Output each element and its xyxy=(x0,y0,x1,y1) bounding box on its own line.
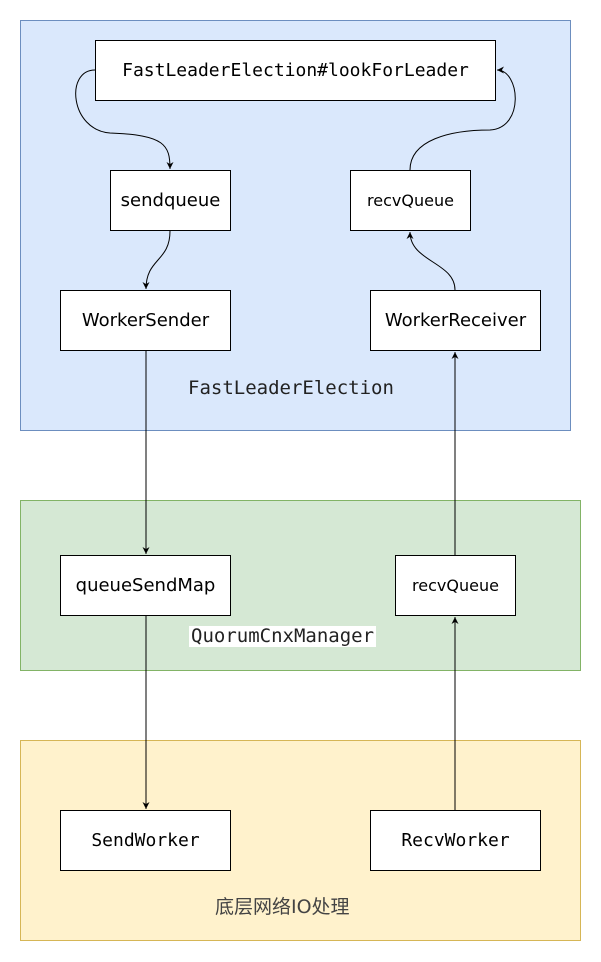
node-sendqueue: sendqueue xyxy=(110,170,231,231)
node-recvworker-label: RecvWorker xyxy=(401,830,510,851)
node-queuesendmap-label: queueSendMap xyxy=(75,575,216,596)
node-recvqueue-fle: recvQueue xyxy=(350,170,471,231)
node-recvworker: RecvWorker xyxy=(370,810,541,871)
node-sendworker: SendWorker xyxy=(60,810,231,871)
region-label-quorum-cnx-manager: QuorumCnxManager xyxy=(189,625,377,647)
node-lookforleader-label: FastLeaderElection#lookForLeader xyxy=(122,60,469,81)
node-recvqueue-fle-label: recvQueue xyxy=(367,191,454,210)
node-recvqueue-qcm: recvQueue xyxy=(395,555,516,616)
node-queuesendmap: queueSendMap xyxy=(60,555,231,616)
node-recvqueue-qcm-label: recvQueue xyxy=(412,576,499,595)
node-sendworker-label: SendWorker xyxy=(91,830,200,851)
node-sendqueue-label: sendqueue xyxy=(120,190,221,211)
region-label-network-io: 底层网络IO处理 xyxy=(215,896,350,918)
region-label-fast-leader-election: FastLeaderElection xyxy=(186,377,396,399)
node-workerreceiver: WorkerReceiver xyxy=(370,290,541,351)
node-workersender-label: WorkerSender xyxy=(81,310,210,331)
node-lookforleader: FastLeaderElection#lookForLeader xyxy=(95,40,496,101)
node-workersender: WorkerSender xyxy=(60,290,231,351)
node-workerreceiver-label: WorkerReceiver xyxy=(384,310,527,331)
